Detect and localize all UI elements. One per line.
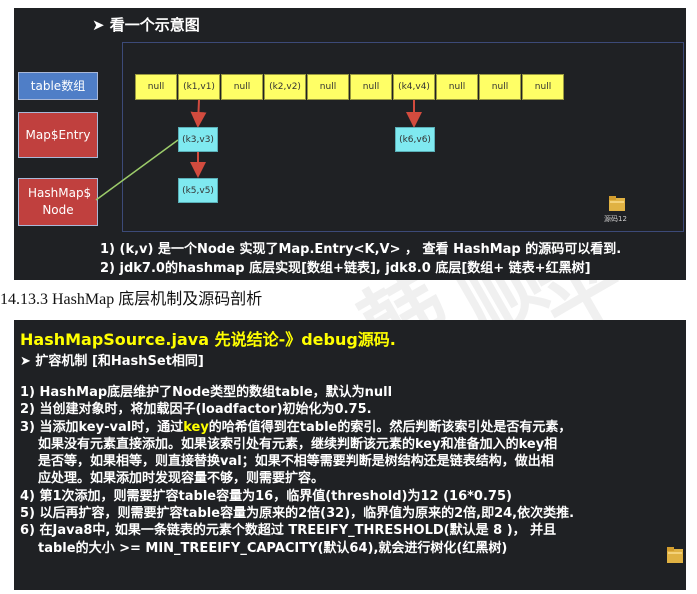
hashmap-node-label-text: HashMap$ Node (28, 186, 92, 217)
rule-3: 3) 当添加key-val时，通过key的哈希值得到在table的索引。然后判断… (20, 419, 686, 436)
expansion-rule-list: 1) HashMap底层维护了Node类型的数组table，默认为null 2)… (20, 384, 686, 557)
rule-3-part-a: 3) 当添加key-val时，通过 (20, 419, 184, 435)
table-slot-6: (k4,v4) (393, 74, 435, 100)
table-slot-3: (k2,v2) (264, 74, 306, 100)
rule-3-line-2: 如果没有元素直接添加。如果该索引处有元素，继续判断该元素的key和准备加入的ke… (38, 436, 558, 452)
list-node-k3: (k3,v3) (178, 127, 218, 152)
map-entry-label: Map$Entry (18, 112, 98, 158)
table-array-label: table数组 (18, 72, 98, 100)
rule-6: 6) 在Java8中, 如果一条链表的元素个数超过 TREEIFY_THRESH… (20, 523, 557, 539)
node-link-line (95, 139, 179, 201)
diagram-connectors (95, 99, 422, 201)
diagram-slide: ➤ 看一个示意图 table数组 Map$Entry HashMap$ Node… (14, 8, 686, 280)
folder-label: 源码12 (604, 215, 627, 223)
rule-2: 2) 当创建对象时，将加载因子(loadfactor)初始化为0.75. (20, 402, 372, 418)
diagram-title: ➤ 看一个示意图 (92, 16, 200, 34)
note-1: 1) (k,v) 是一个Node 实现了Map.Entry<K,V> ， 查看 … (100, 242, 622, 257)
section-heading: 14.13.3 HashMap 底层机制及源码剖析 (0, 291, 263, 308)
table-slot-0: null (135, 74, 177, 100)
table-slot-7: null (436, 74, 478, 100)
diagram-frame (122, 42, 684, 232)
rule-3-line-3: 是否等，如果相等，则直接替换val；如果不相等需要判断是树结构还是链表结构，做出… (38, 454, 554, 470)
table-slot-4: null (307, 74, 349, 100)
note-2: 2) jdk7.0的hashmap 底层实现[数组+链表], jdk8.0 底层… (100, 261, 591, 276)
source-slide: HashMapSource.java 先说结论-》debug源码. ➤ 扩容机制… (14, 320, 686, 590)
rule-3-keyword: key (183, 419, 209, 435)
rule-1: 1) HashMap底层维护了Node类型的数组table，默认为null (20, 385, 393, 400)
rule-5: 5) 以后再扩容，则需要扩容table容量为原来的2倍(32)，临界值为原来的2… (20, 506, 575, 522)
table-slot-8: null (479, 74, 521, 100)
list-node-k6: (k6,v6) (395, 127, 435, 152)
table-slot-1: (k1,v1) (178, 74, 220, 100)
arrow-k1-to-k3 (190, 99, 207, 128)
hashmap-node-label: HashMap$ Node (18, 178, 98, 226)
table-slot-9: null (522, 74, 564, 100)
folder-icon-2[interactable] (666, 544, 684, 564)
rule-3-line-4: 应处理。如果添加时发现容量不够，则需要扩容。 (38, 471, 325, 487)
rule-4: 4) 第1次添加，则需要扩容table容量为16，临界值(threshold)为… (20, 488, 512, 504)
list-node-k5: (k5,v5) (178, 178, 218, 203)
table-slot-5: null (350, 74, 392, 100)
folder-icon[interactable] (608, 194, 626, 212)
rule-3-part-b: 的哈希值得到在table的索引。然后判断该索引处是否有元素， (208, 419, 572, 435)
source-subtitle: ➤ 扩容机制 [和HashSet相同] (20, 354, 204, 369)
rule-6-line-2: table的大小 >= MIN_TREEIFY_CAPACITY(默认64),就… (38, 540, 508, 556)
source-title: HashMapSource.java 先说结论-》debug源码. (20, 330, 396, 349)
table-slot-2: null (221, 74, 263, 100)
diagram-notes: 1) (k,v) 是一个Node 实现了Map.Entry<K,V> ， 查看 … (100, 240, 621, 278)
